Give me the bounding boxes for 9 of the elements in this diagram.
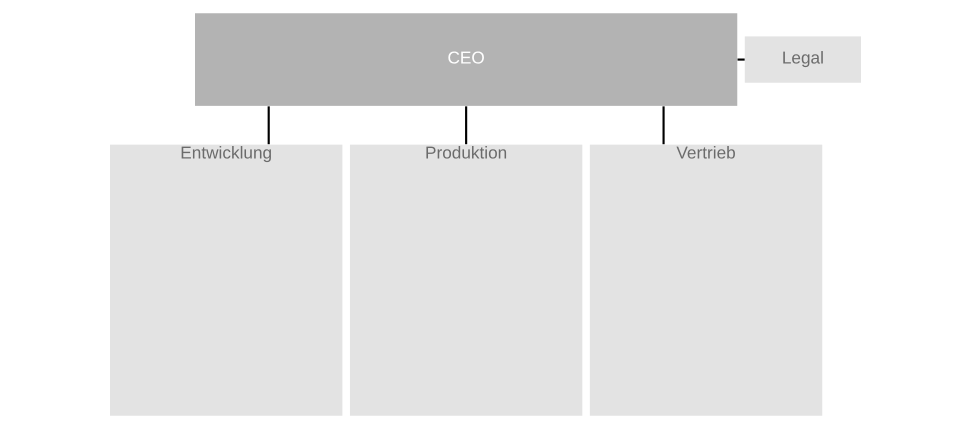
node-box: Entwicklung [110, 144, 342, 416]
connector [662, 106, 664, 144]
connector [267, 106, 270, 144]
node-box: CEO [194, 12, 737, 106]
node-box: Vertrieb [589, 144, 822, 416]
connector [737, 58, 744, 60]
node-box: Legal [744, 36, 860, 82]
node-box: Produktion [349, 144, 582, 416]
connector [464, 106, 467, 144]
